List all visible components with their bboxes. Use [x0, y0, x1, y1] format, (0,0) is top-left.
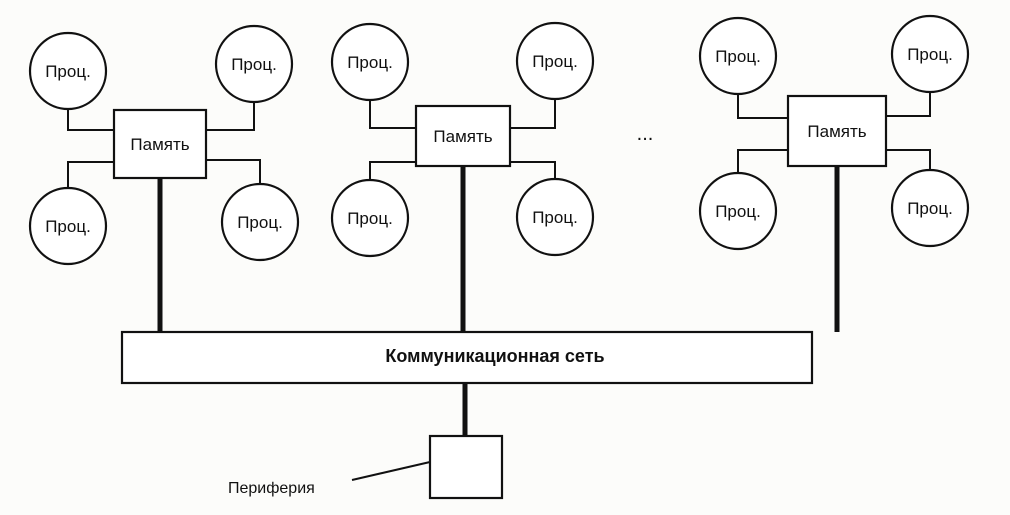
processor-label: Проц.: [532, 208, 578, 227]
processor-label: Проц.: [907, 199, 953, 218]
processor-label: Проц.: [45, 217, 91, 236]
connector: [67, 161, 114, 190]
processor-label: Проц.: [907, 45, 953, 64]
processor-label: Проц.: [715, 47, 761, 66]
memory-label: Память: [130, 135, 189, 154]
connector: [886, 149, 931, 170]
processor-label: Проц.: [715, 202, 761, 221]
connector: [737, 149, 788, 172]
processor-node: [698, 16, 778, 96]
processor-node: [214, 24, 294, 104]
processor-node: [890, 14, 970, 94]
connector: [510, 161, 556, 182]
processor-label: Проц.: [532, 52, 578, 71]
connector: [206, 159, 261, 188]
processor-label: Проц.: [347, 209, 393, 228]
connector: [206, 98, 255, 131]
ellipsis-label: ...: [637, 123, 654, 145]
processor-node: [698, 171, 778, 251]
processor-node: [28, 31, 108, 111]
processor-node: [515, 177, 595, 257]
connector: [886, 90, 931, 117]
connector: [67, 108, 114, 131]
periphery-box: [428, 434, 504, 500]
memory-label: Память: [433, 127, 492, 146]
connector: [737, 94, 788, 119]
periphery-label: Периферия: [228, 480, 315, 497]
processor-node: [330, 178, 410, 258]
processor-node: [515, 21, 595, 101]
processor-node: [28, 186, 108, 266]
memory-box: [786, 94, 888, 168]
connector: [510, 96, 556, 129]
periphery-pointer: [351, 461, 431, 481]
processor-label: Проц.: [347, 53, 393, 72]
processor-label: Проц.: [237, 213, 283, 232]
processor-label: Проц.: [231, 55, 277, 74]
processor-label: Проц.: [45, 62, 91, 81]
network-label: Коммуникационная сеть: [385, 346, 604, 366]
memory-box: [414, 104, 512, 168]
network-box: [120, 330, 814, 385]
memory-box: [112, 108, 208, 180]
connector: [369, 161, 416, 182]
processor-node: [220, 182, 300, 262]
memory-label: Память: [807, 122, 866, 141]
connector: [369, 98, 416, 129]
processor-node: [890, 168, 970, 248]
processor-node: [330, 22, 410, 102]
